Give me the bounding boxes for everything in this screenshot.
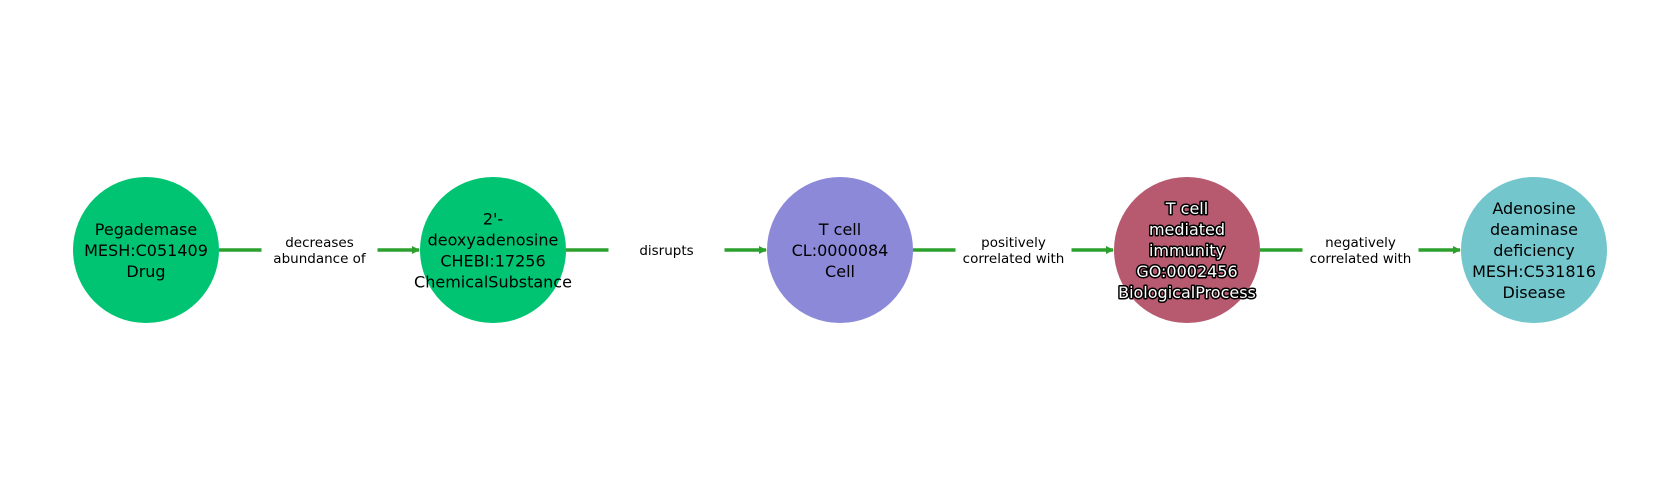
- node-label-line: mediated: [1149, 220, 1225, 239]
- node-label-line: deaminase: [1490, 220, 1578, 239]
- edge-label-line: positively: [981, 235, 1046, 251]
- node-label-line: Pegademase: [95, 220, 197, 239]
- edge-label-line: negatively: [1325, 235, 1396, 251]
- node-circle[interactable]: [1114, 177, 1260, 323]
- node-label-line: ChemicalSubstance: [414, 273, 572, 292]
- node-circle[interactable]: [767, 177, 913, 323]
- node-label-line: deficiency: [1493, 241, 1575, 260]
- node-label-line: Disease: [1503, 283, 1566, 302]
- node-circle[interactable]: [1461, 177, 1607, 323]
- node-label-line: Adenosine: [1492, 199, 1575, 218]
- node-label-line: Cell: [825, 262, 855, 281]
- node-circle[interactable]: [73, 177, 219, 323]
- node-label-line: BiologicalProcess: [1118, 283, 1256, 302]
- edge-label-line: correlated with: [963, 251, 1065, 267]
- edge-label-line: disrupts: [639, 243, 693, 259]
- edge-label-line: abundance of: [273, 251, 367, 267]
- edge: disrupts: [566, 243, 767, 259]
- node-label-line: MESH:C531816: [1472, 262, 1596, 281]
- edge-label: disrupts: [639, 243, 693, 259]
- node-label-line: GO:0002456: [1136, 262, 1237, 281]
- node-label-line: CHEBI:17256: [440, 252, 545, 271]
- node-label-line: MESH:C051409: [84, 241, 208, 260]
- node-label-line: deoxyadenosine: [428, 231, 559, 250]
- node-label-line: 2'-: [483, 210, 503, 229]
- node-label-line: T cell: [1165, 199, 1208, 218]
- node-label-line: immunity: [1149, 241, 1225, 260]
- edge-label-line: correlated with: [1310, 251, 1412, 267]
- node-label-line: Drug: [126, 262, 165, 281]
- edge-label-line: decreases: [285, 235, 354, 251]
- node-label-line: T cell: [818, 220, 861, 239]
- node-circle[interactable]: [420, 177, 566, 323]
- node-label-line: CL:0000084: [792, 241, 889, 260]
